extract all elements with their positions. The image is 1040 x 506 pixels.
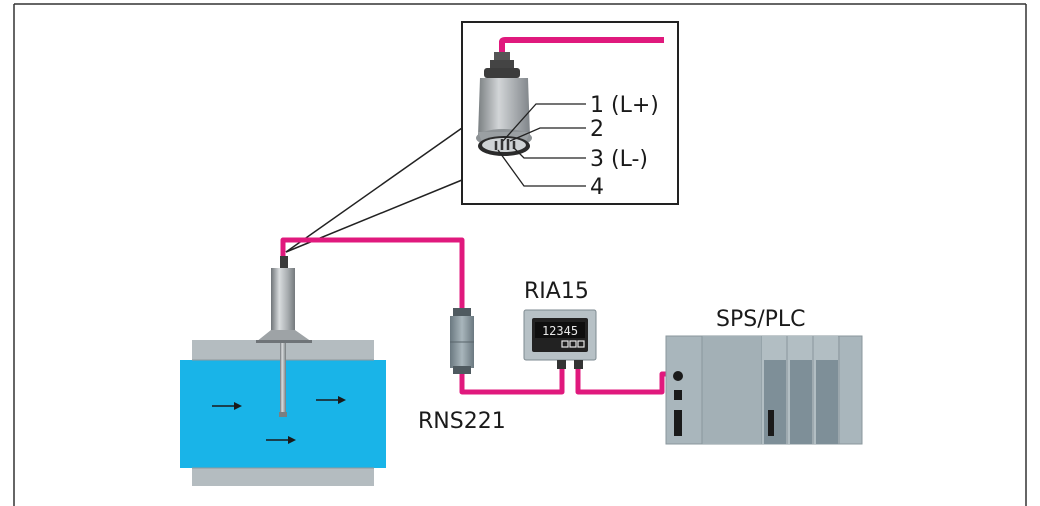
pin-1-label: 1 (L+) xyxy=(590,93,659,118)
figure-frame xyxy=(13,3,1027,506)
ria15-label: RIA15 xyxy=(524,279,589,304)
pin-leader-lines xyxy=(497,103,586,187)
ria15-buttons xyxy=(561,340,585,348)
detail-cable xyxy=(499,37,664,58)
sps-plc xyxy=(665,335,863,445)
signal-cable xyxy=(280,237,668,395)
sps-plc-label: SPS/PLC xyxy=(716,307,806,332)
connector-detail-box: 1 (L+) 2 3 (L-) 4 xyxy=(461,21,679,205)
rns221-barrier xyxy=(450,308,474,374)
ria15-display: 12345 xyxy=(523,309,597,369)
flow-arrow-icon xyxy=(266,436,296,444)
zoom-callout-lines xyxy=(285,127,463,253)
flow-arrows xyxy=(212,396,346,444)
pin-3-label: 3 (L-) xyxy=(590,147,648,172)
flow-arrow-icon xyxy=(316,396,346,404)
flow-arrow-icon xyxy=(212,402,242,410)
flow-sensor xyxy=(256,256,312,417)
pin-2-label: 2 xyxy=(590,117,604,142)
pin-4-label: 4 xyxy=(590,175,604,200)
m12-connector-icon xyxy=(476,52,532,156)
ria15-reading: 12345 xyxy=(542,324,578,338)
rns221-label: RNS221 xyxy=(418,409,506,434)
